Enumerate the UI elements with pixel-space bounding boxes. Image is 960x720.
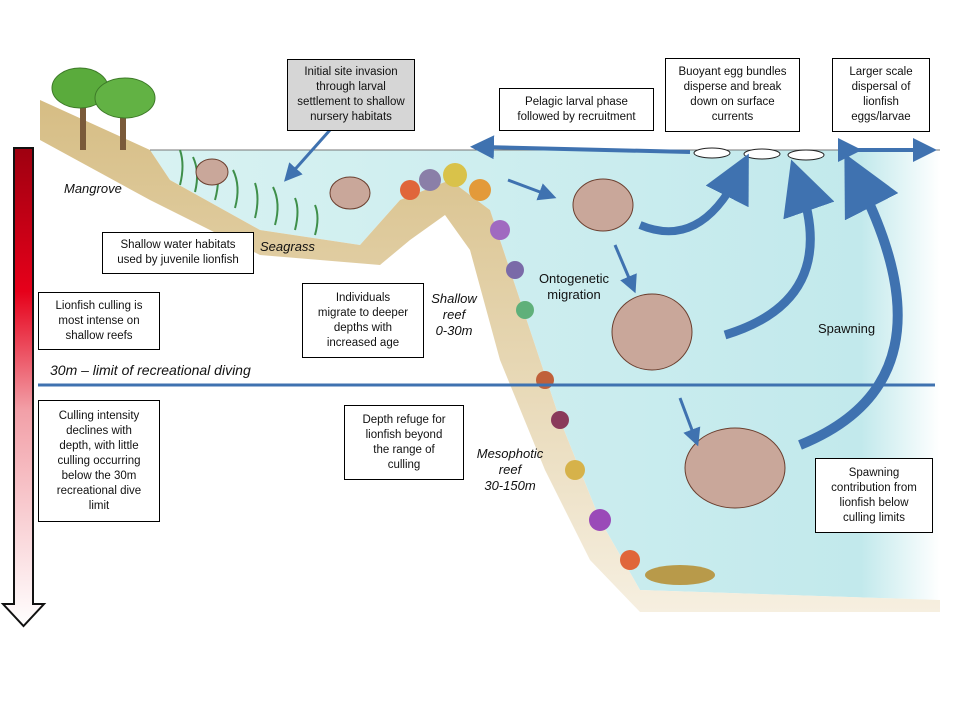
shallow-habitats-box: Shallow water habitats used by juvenile … bbox=[102, 232, 254, 274]
buoyant-egg-text: Buoyant egg bundles disperse and break d… bbox=[678, 66, 787, 123]
spawning-arrow-1 bbox=[638, 153, 749, 236]
culling-intense-text: Lionfish culling is most intense on shal… bbox=[55, 299, 143, 342]
larger-scale-box: Larger scale dispersal of lionfish eggs/… bbox=[832, 58, 930, 132]
depth-refuge-text: Depth refuge for lionfish beyond the ran… bbox=[362, 413, 446, 471]
seagrass-label: Seagrass bbox=[260, 239, 315, 254]
shallow-reef-label: Shallow reef 0-30m bbox=[431, 291, 477, 338]
buoyant-egg-box: Buoyant egg bundles disperse and break d… bbox=[665, 58, 800, 132]
culling-intense-box: Lionfish culling is most intense on shal… bbox=[38, 292, 160, 350]
dive-limit-label: 30m – limit of recreational diving bbox=[50, 362, 251, 378]
individuals-migrate-box: Individuals migrate to deeper depths wit… bbox=[302, 283, 424, 358]
mangrove-label: Mangrove bbox=[64, 181, 122, 196]
spawning-contribution-text: Spawning contribution from lionfish belo… bbox=[831, 466, 917, 524]
seagrass-icon bbox=[179, 149, 319, 236]
spawning-label: Spawning bbox=[818, 321, 876, 336]
lionfish-icon bbox=[195, 158, 786, 509]
ontogenetic-label: Ontogenetic migration bbox=[538, 271, 610, 302]
pelagic-larval-box: Pelagic larval phase followed by recruit… bbox=[499, 88, 654, 131]
culling-declines-box: Culling intensity declines with depth, w… bbox=[38, 400, 160, 522]
spawning-arrow-3 bbox=[798, 153, 903, 450]
invasion-arrow bbox=[284, 129, 332, 182]
shallow-habitats-text: Shallow water habitats used by juvenile … bbox=[117, 239, 239, 266]
spawning-contribution-box: Spawning contribution from lionfish belo… bbox=[815, 458, 933, 533]
pelagic-larval-text: Pelagic larval phase followed by recruit… bbox=[517, 95, 636, 123]
egg-bundle-icon bbox=[693, 147, 825, 161]
mangrove-tree-icon bbox=[51, 67, 156, 150]
culling-declines-text: Culling intensity declines with depth, w… bbox=[56, 409, 142, 512]
depth-refuge-box: Depth refuge for lionfish beyond the ran… bbox=[344, 405, 464, 480]
individuals-migrate-text: Individuals migrate to deeper depths wit… bbox=[317, 291, 409, 349]
ontogenetic-arrow-1 bbox=[613, 244, 637, 294]
gradient-depth-arrow-icon bbox=[0, 147, 47, 628]
ontogenetic-arrow-2 bbox=[678, 397, 701, 447]
initial-invasion-text: Initial site invasion through larval set… bbox=[297, 66, 405, 123]
recruitment-arrow bbox=[507, 178, 557, 201]
mesophotic-reef-label: Mesophotic reef 30-150m bbox=[476, 446, 544, 493]
initial-invasion-box: Initial site invasion through larval set… bbox=[287, 59, 415, 131]
spawning-arrow-2 bbox=[723, 159, 835, 340]
seabed-profile bbox=[40, 100, 940, 612]
larger-scale-text: Larger scale dispersal of lionfish eggs/… bbox=[849, 66, 913, 123]
pelagic-dispersal-arrow bbox=[470, 135, 691, 160]
